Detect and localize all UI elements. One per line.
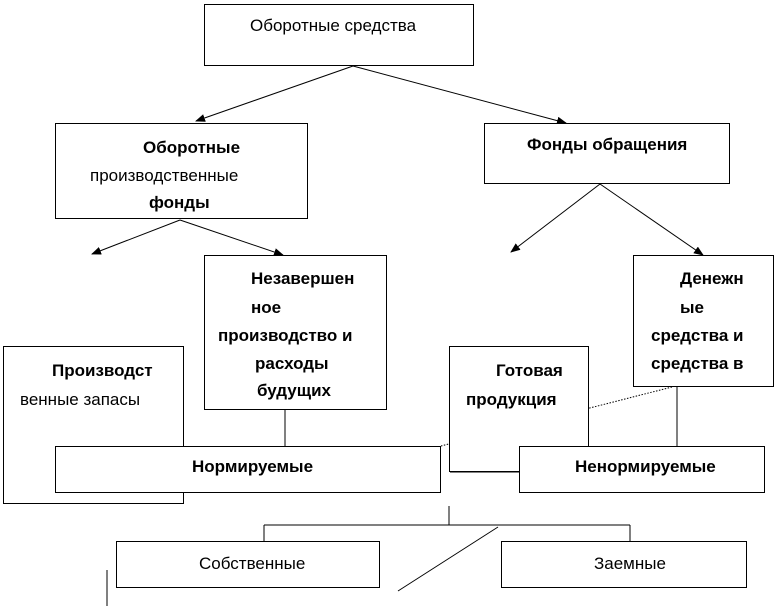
money-label-4: средства в: [651, 354, 744, 373]
production-funds-box: [55, 123, 308, 219]
unfinished-label-4: расходы: [255, 354, 329, 373]
production-funds-label-2: производственные: [90, 166, 239, 185]
own-box: [116, 541, 380, 588]
root-label: Оборотные средства: [250, 16, 417, 35]
production-funds-label-3: фонды: [149, 193, 210, 212]
circulation-funds-box: [484, 123, 730, 184]
non-normalized-label: Ненормируемые: [575, 457, 716, 476]
money-label-3: средства и: [651, 326, 744, 345]
arrow-production-to-unfinished: [179, 219, 284, 256]
stray-diagonal-line: [397, 526, 499, 592]
own-label: Собственные: [199, 554, 306, 573]
unfinished-box: [204, 255, 387, 410]
normalized-box: [55, 446, 441, 493]
money-label-1: Денежн: [680, 269, 744, 288]
arrow-circulation-to-goods: [510, 183, 601, 253]
circulation-funds-label: Фонды обращения: [527, 135, 688, 154]
arrow-root-to-production: [195, 65, 354, 122]
root-box: [204, 4, 474, 66]
money-box: [633, 255, 774, 387]
stocks-label-2: венные запасы: [20, 390, 141, 409]
unfinished-label-2: ное: [251, 298, 282, 317]
arrow-root-to-circulation: [352, 65, 567, 125]
finished-goods-label-1: Готовая: [496, 361, 563, 380]
stocks-label-1: Производст: [52, 361, 153, 380]
arrow-circulation-to-money: [599, 183, 704, 256]
non-normalized-box: [519, 446, 765, 493]
production-funds-label-1: Оборотные: [143, 138, 241, 157]
unfinished-label-1: Незавершен: [251, 269, 355, 288]
borrowed-box: [501, 541, 747, 588]
arrow-production-to-stocks: [91, 219, 181, 255]
unfinished-label-5: будущих: [257, 381, 332, 400]
finished-goods-label-2: продукция: [466, 390, 557, 409]
money-label-2: ые: [680, 298, 704, 317]
normalized-label: Нормируемые: [192, 457, 314, 476]
borrowed-label: Заемные: [594, 554, 666, 573]
unfinished-label-3: производство и: [218, 326, 353, 345]
